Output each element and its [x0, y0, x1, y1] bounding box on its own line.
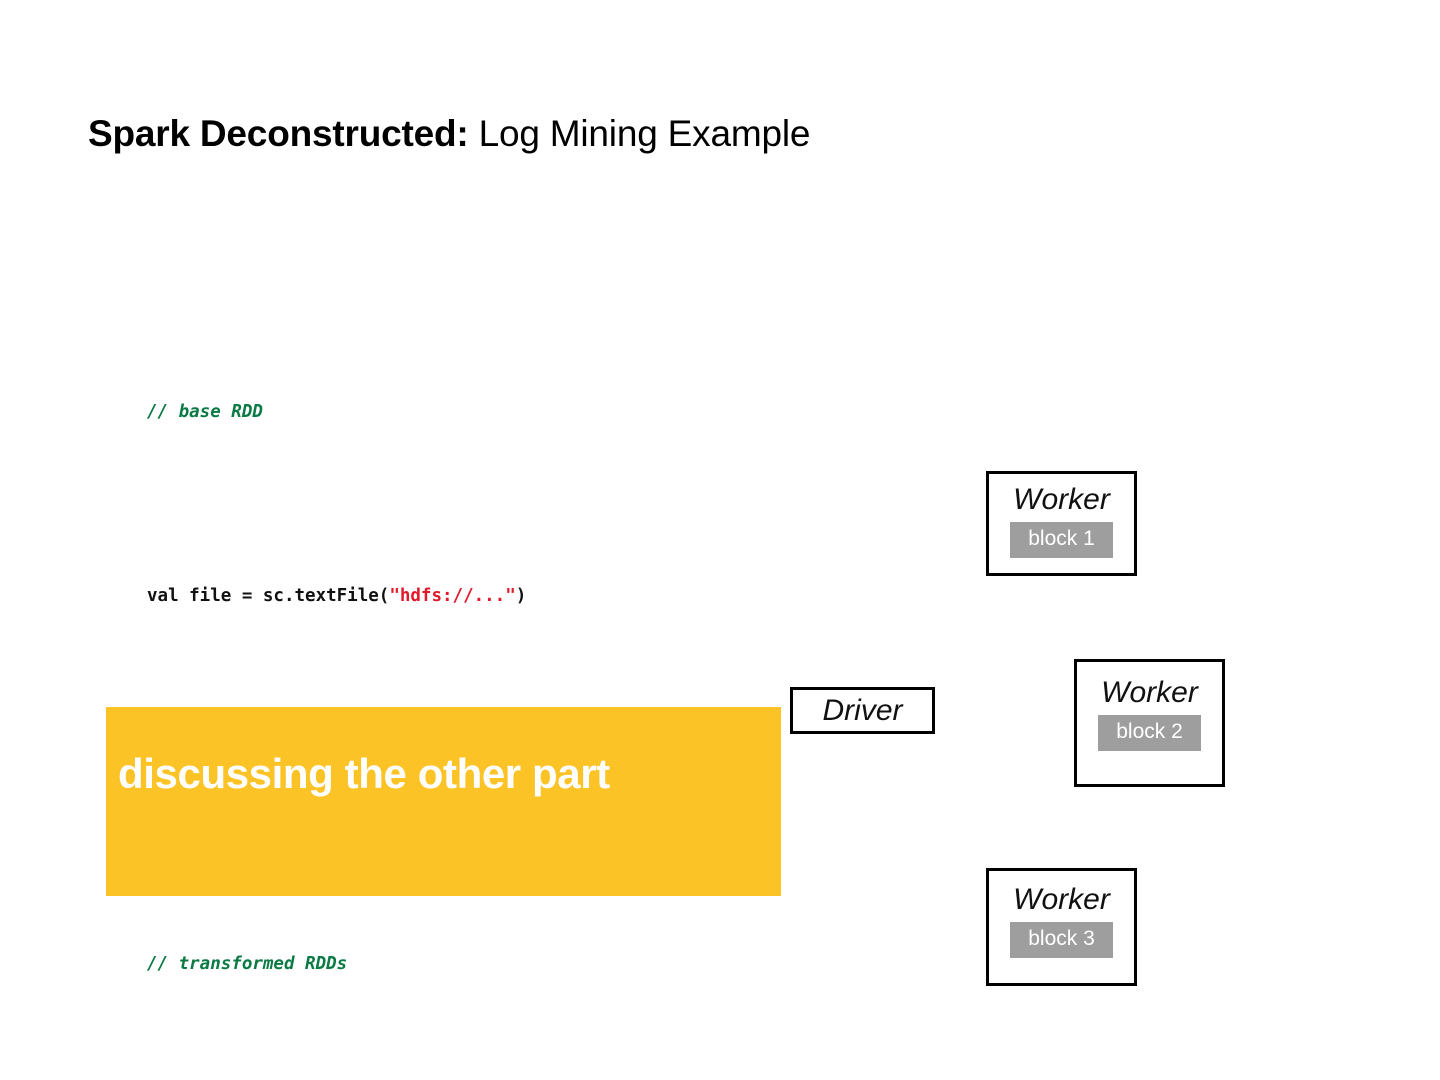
block-chip-2: block 2: [1098, 715, 1201, 751]
block-chip-1: block 1: [1010, 522, 1113, 558]
highlight-overlay: [106, 707, 781, 896]
block-chip-3: block 3: [1010, 922, 1113, 958]
worker-label: Worker: [1013, 883, 1110, 916]
worker-box-3: Worker block 3: [986, 868, 1137, 986]
code-line-val-file: val file = sc.textFile("hdfs://..."): [147, 573, 737, 619]
code-text: val file = sc.textFile(: [147, 586, 390, 606]
code-comment: // base RDD: [147, 402, 263, 422]
code-string: "hdfs://...": [389, 586, 516, 606]
code-line-comment-transformed-rdds: // transformed RDDs: [147, 941, 737, 987]
block-chip-row: block 3: [989, 922, 1134, 958]
page-title-normal: Log Mining Example: [468, 113, 811, 154]
worker-box-1: Worker block 1: [986, 471, 1137, 576]
worker-label: Worker: [1101, 676, 1198, 709]
block-chip-row: block 2: [1077, 715, 1222, 751]
worker-box-2: Worker block 2: [1074, 659, 1225, 787]
code-block: // base RDD val file = sc.textFile("hdfs…: [147, 251, 737, 1080]
driver-box: Driver: [790, 687, 935, 734]
page-title: Spark Deconstructed: Log Mining Example: [88, 113, 810, 156]
page-title-strong: Spark Deconstructed:: [88, 113, 469, 154]
code-line-comment-base-rdd: // base RDD: [147, 389, 737, 435]
code-comment: // transformed RDDs: [147, 954, 348, 974]
driver-label: Driver: [822, 694, 903, 727]
highlight-overlay-text: discussing the other part: [118, 750, 610, 797]
worker-label: Worker: [1013, 483, 1110, 516]
code-text: ): [515, 586, 527, 606]
block-chip-row: block 1: [989, 522, 1134, 558]
